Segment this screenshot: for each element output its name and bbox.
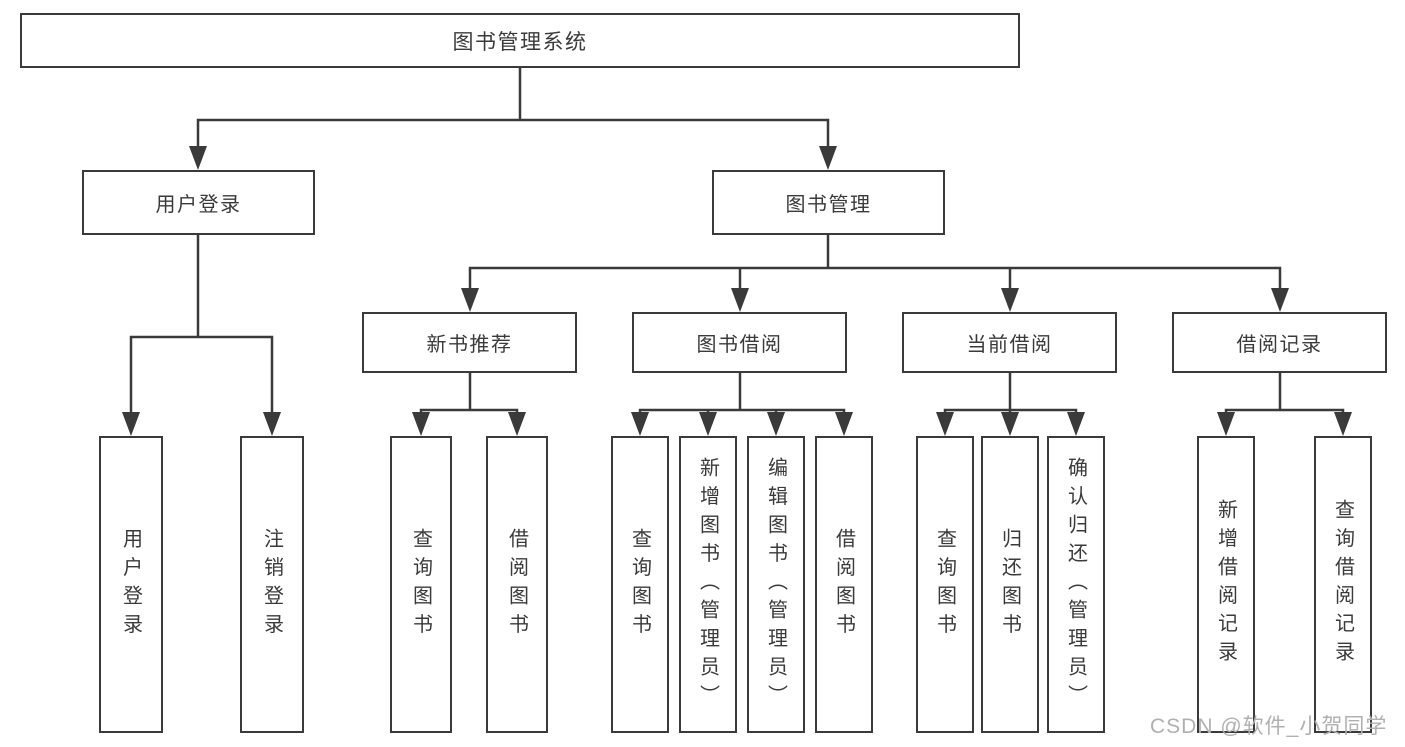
leaf-add-borrow-record-label: 新增借阅记录 xyxy=(1214,499,1237,670)
leaf-add-borrow-record: 新增借阅记录 xyxy=(1197,436,1255,733)
node-book-management: 图书管理 xyxy=(712,170,945,235)
leaf-confirm-return-admin: 确认归还（管理员） xyxy=(1047,436,1105,733)
leaf-edit-book-admin-label: 编辑图书（管理员） xyxy=(764,456,787,713)
node-new-book-recommend: 新书推荐 xyxy=(362,312,577,373)
leaf-query-books-current-label: 查询图书 xyxy=(933,527,956,642)
leaf-logout-label: 注销登录 xyxy=(260,527,283,642)
csdn-watermark: CSDN @软件_小贺同学 xyxy=(1150,715,1388,738)
leaf-query-books-recommend-label: 查询图书 xyxy=(409,527,432,642)
leaf-return-books: 归还图书 xyxy=(981,436,1039,733)
node-book-borrowing-label: 图书借阅 xyxy=(696,334,783,356)
leaf-borrow-books-borrowing: 借阅图书 xyxy=(815,436,873,733)
leaf-user-login: 用户登录 xyxy=(99,436,163,733)
node-book-management-label: 图书管理 xyxy=(785,194,872,216)
leaf-query-borrow-record: 查询借阅记录 xyxy=(1314,436,1372,733)
node-borrow-records-label: 借阅记录 xyxy=(1236,334,1323,356)
leaf-edit-book-admin: 编辑图书（管理员） xyxy=(747,436,805,733)
leaf-confirm-return-admin-label: 确认归还（管理员） xyxy=(1064,456,1087,713)
node-current-borrowing: 当前借阅 xyxy=(902,312,1117,373)
leaf-borrow-books-recommend: 借阅图书 xyxy=(486,436,548,733)
node-library-system: 图书管理系统 xyxy=(20,13,1020,68)
leaf-query-books-borrowing-label: 查询图书 xyxy=(628,527,651,642)
node-user-login: 用户登录 xyxy=(82,170,315,235)
leaf-return-books-label: 归还图书 xyxy=(998,527,1021,642)
leaf-query-books-borrowing: 查询图书 xyxy=(611,436,669,733)
node-user-login-label: 用户登录 xyxy=(155,194,242,216)
leaf-query-borrow-record-label: 查询借阅记录 xyxy=(1331,499,1354,670)
leaf-query-books-current: 查询图书 xyxy=(916,436,974,733)
node-book-borrowing: 图书借阅 xyxy=(632,312,847,373)
leaf-borrow-books-borrowing-label: 借阅图书 xyxy=(832,527,855,642)
leaf-user-login-label: 用户登录 xyxy=(119,527,142,642)
node-library-system-label: 图书管理系统 xyxy=(452,30,588,54)
node-new-book-recommend-label: 新书推荐 xyxy=(426,334,513,356)
leaf-add-book-admin: 新增图书（管理员） xyxy=(679,436,737,733)
node-current-borrowing-label: 当前借阅 xyxy=(966,334,1053,356)
node-borrow-records: 借阅记录 xyxy=(1172,312,1387,373)
leaf-add-book-admin-label: 新增图书（管理员） xyxy=(696,456,719,713)
leaf-query-books-recommend: 查询图书 xyxy=(390,436,452,733)
leaf-logout: 注销登录 xyxy=(240,436,304,733)
leaf-borrow-books-recommend-label: 借阅图书 xyxy=(505,527,528,642)
